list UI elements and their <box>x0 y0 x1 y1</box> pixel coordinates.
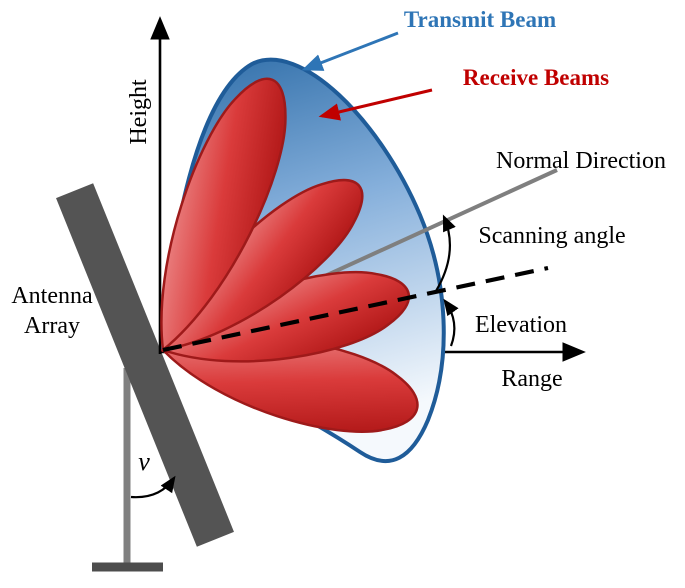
antenna-array-label: Antenna Array <box>11 283 93 339</box>
receive-beam-lobe-1 <box>160 77 287 353</box>
range-axis-label: Range <box>501 366 562 392</box>
tilt-angle-label: ν <box>138 447 150 476</box>
normal-direction-label: Normal Direction <box>496 148 666 174</box>
receive-beams-label: Receive Beams <box>463 65 609 90</box>
beam-pointing-dashed-line <box>162 265 549 353</box>
elevation-arc <box>443 298 459 347</box>
scanning-angle-arc <box>435 214 456 292</box>
scanning-angle-label: Scanning angle <box>478 223 625 249</box>
receive-beams-arrow-icon <box>318 88 433 121</box>
receive-beams-group <box>160 77 419 433</box>
antenna-array-label-line2: Array <box>24 313 80 339</box>
antenna-array-panel <box>56 183 234 547</box>
transmit-beam-label: Transmit Beam <box>404 7 556 32</box>
tilt-angle-arc <box>130 475 176 499</box>
height-axis-label: Height <box>126 79 152 145</box>
transmit-beam-arrow-icon <box>301 31 399 71</box>
elevation-label: Elevation <box>475 312 567 338</box>
antenna-array-label-line1: Antenna <box>11 283 93 309</box>
